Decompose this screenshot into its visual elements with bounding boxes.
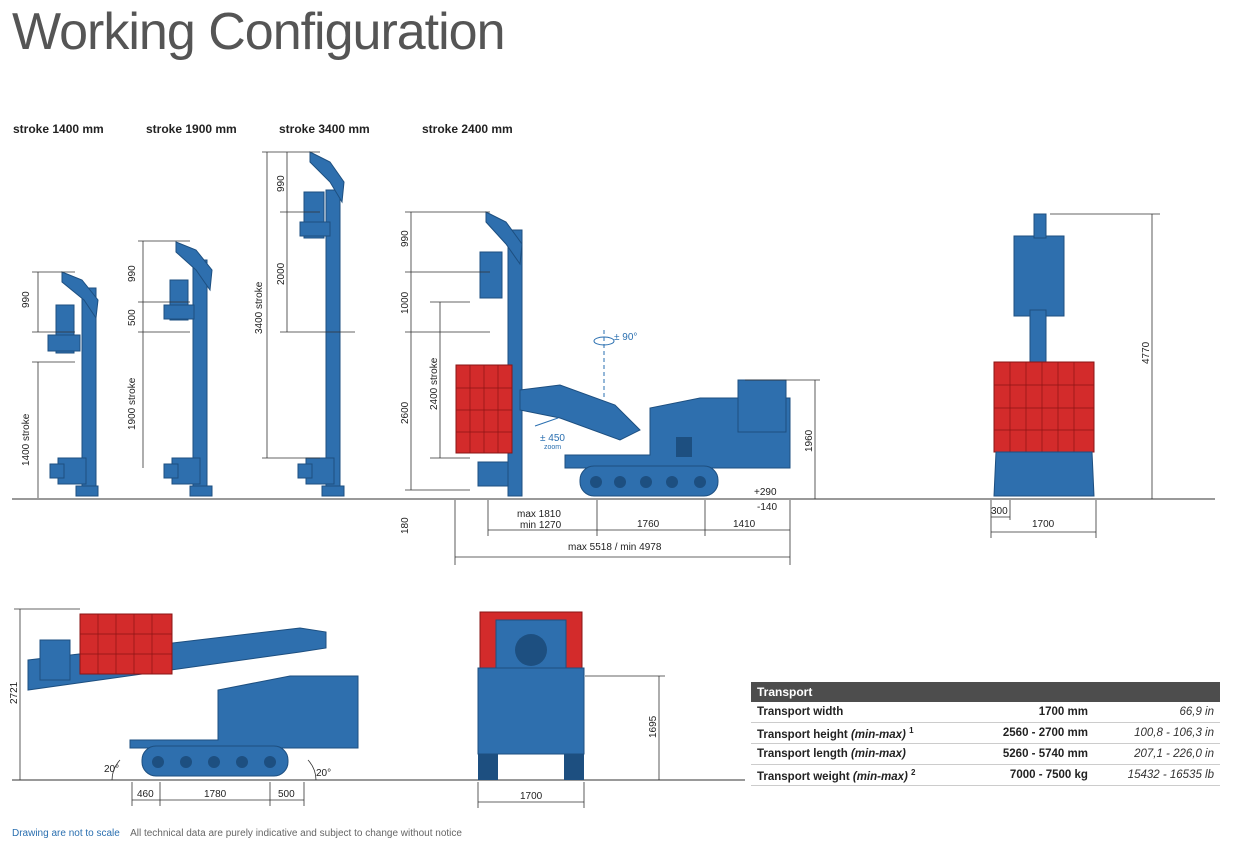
dim-m2-mid: 500 [127,309,138,326]
dim-transport-side [14,608,317,806]
dim-1760: 1760 [637,519,660,530]
dim-max1810: max 1810 [517,509,561,520]
dim-s4-h: 2600 [400,401,411,424]
dim-rotation: ± 90° [614,332,637,343]
dim-rear-view [990,213,1160,538]
dim-mast-1900 [138,240,190,468]
row-note: (min-max) [850,748,906,760]
dim-t-angle-left: 20° [104,764,119,775]
row-mm: 2560 - 2700 mm [969,722,1094,744]
machine-transport-side [27,613,359,777]
dim-m3-top: 990 [276,175,287,192]
dim-m3-mid: 2000 [276,262,287,285]
mast-1900 [163,241,213,497]
machine-rear-view [993,213,1095,497]
stroke-label-1400: stroke 1400 mm [13,122,104,136]
row-sup: 2 [911,767,916,777]
dim-min1270: min 1270 [520,520,562,531]
mast-3400 [297,151,345,497]
row-note: (min-max) [852,770,908,783]
dim-s4-top: 990 [400,230,411,247]
row-inch: 66,9 in [1093,702,1220,723]
dim-overall: max 5518 / min 4978 [568,542,662,553]
dim-t-500: 500 [278,789,295,800]
machine-side-view [455,211,791,497]
table-row: Transport height (min-max) 1 2560 - 2700… [751,722,1220,744]
dim-p290: +290 [754,487,777,498]
row-label: Transport weight [757,770,850,783]
row-inch: 100,8 - 106,3 in [1093,722,1220,744]
stroke-label-1900: stroke 1900 mm [146,122,237,136]
dim-h1960: 1960 [804,429,815,452]
dim-t-h: 2721 [9,681,20,704]
dim-s4-stroke: 2400 stroke [429,357,440,410]
dim-m2-top: 990 [127,265,138,282]
dim-t-angle-right: 20° [316,768,331,779]
row-inch: 207,1 - 226,0 in [1093,743,1220,765]
dim-s4-mid: 1000 [400,291,411,314]
footer-disclaimer: All technical data are purely indicative… [130,828,462,839]
row-label: Transport height [757,728,848,741]
row-sup: 1 [909,725,914,735]
dim-mast-1400 [32,271,75,498]
dim-mast-3400 [262,151,355,459]
footer: Drawing are not to scale All technical d… [12,828,462,839]
dim-rear-w: 1700 [1032,519,1055,530]
table-row: Transport width 1700 mm 66,9 in [751,702,1220,723]
page-title: Working Configuration [12,3,506,61]
row-mm: 1700 mm [969,702,1094,723]
dim-t-460: 460 [137,789,154,800]
footer-scale-note: Drawing are not to scale [12,828,120,839]
stroke-label-2400: stroke 2400 mm [422,122,513,136]
dim-zoom-word: zoom [544,444,561,451]
machine-transport-front [477,611,585,780]
dim-zoom: ± 450 [540,433,565,444]
row-note: (min-max) [850,728,906,741]
mast-1400 [47,271,99,497]
row-label: Transport width [757,706,844,718]
dim-m1-top: 990 [21,291,32,308]
stroke-label-3400: stroke 3400 mm [279,122,370,136]
dim-t-1780: 1780 [204,789,227,800]
dim-f-h: 1695 [648,715,659,738]
rotation-indicator [534,330,615,427]
row-label: Transport length [757,748,848,760]
dim-rear-h: 4770 [1141,341,1152,364]
dim-rear-300: 300 [991,506,1008,517]
table-row: Transport weight (min-max) 2 7000 - 7500… [751,764,1220,786]
table-row: Transport length (min-max) 5260 - 5740 m… [751,743,1220,765]
dim-side-view [405,211,820,565]
dim-s4-below: 180 [400,517,411,534]
row-inch: 15432 - 16535 lb [1093,764,1220,786]
dim-m3-stroke: 3400 stroke [254,281,265,334]
row-mm: 7000 - 7500 kg [969,764,1094,786]
dim-f-w: 1700 [520,791,543,802]
dim-m2-stroke: 1900 stroke [127,377,138,430]
dim-transport-front [477,675,665,808]
dim-m140: -140 [757,502,777,513]
transport-table: Transport Transport width 1700 mm 66,9 i… [751,682,1220,786]
transport-header: Transport [751,682,1220,702]
dim-m1-stroke: 1400 stroke [21,413,32,466]
dim-1410: 1410 [733,519,756,530]
row-mm: 5260 - 5740 mm [969,743,1094,765]
